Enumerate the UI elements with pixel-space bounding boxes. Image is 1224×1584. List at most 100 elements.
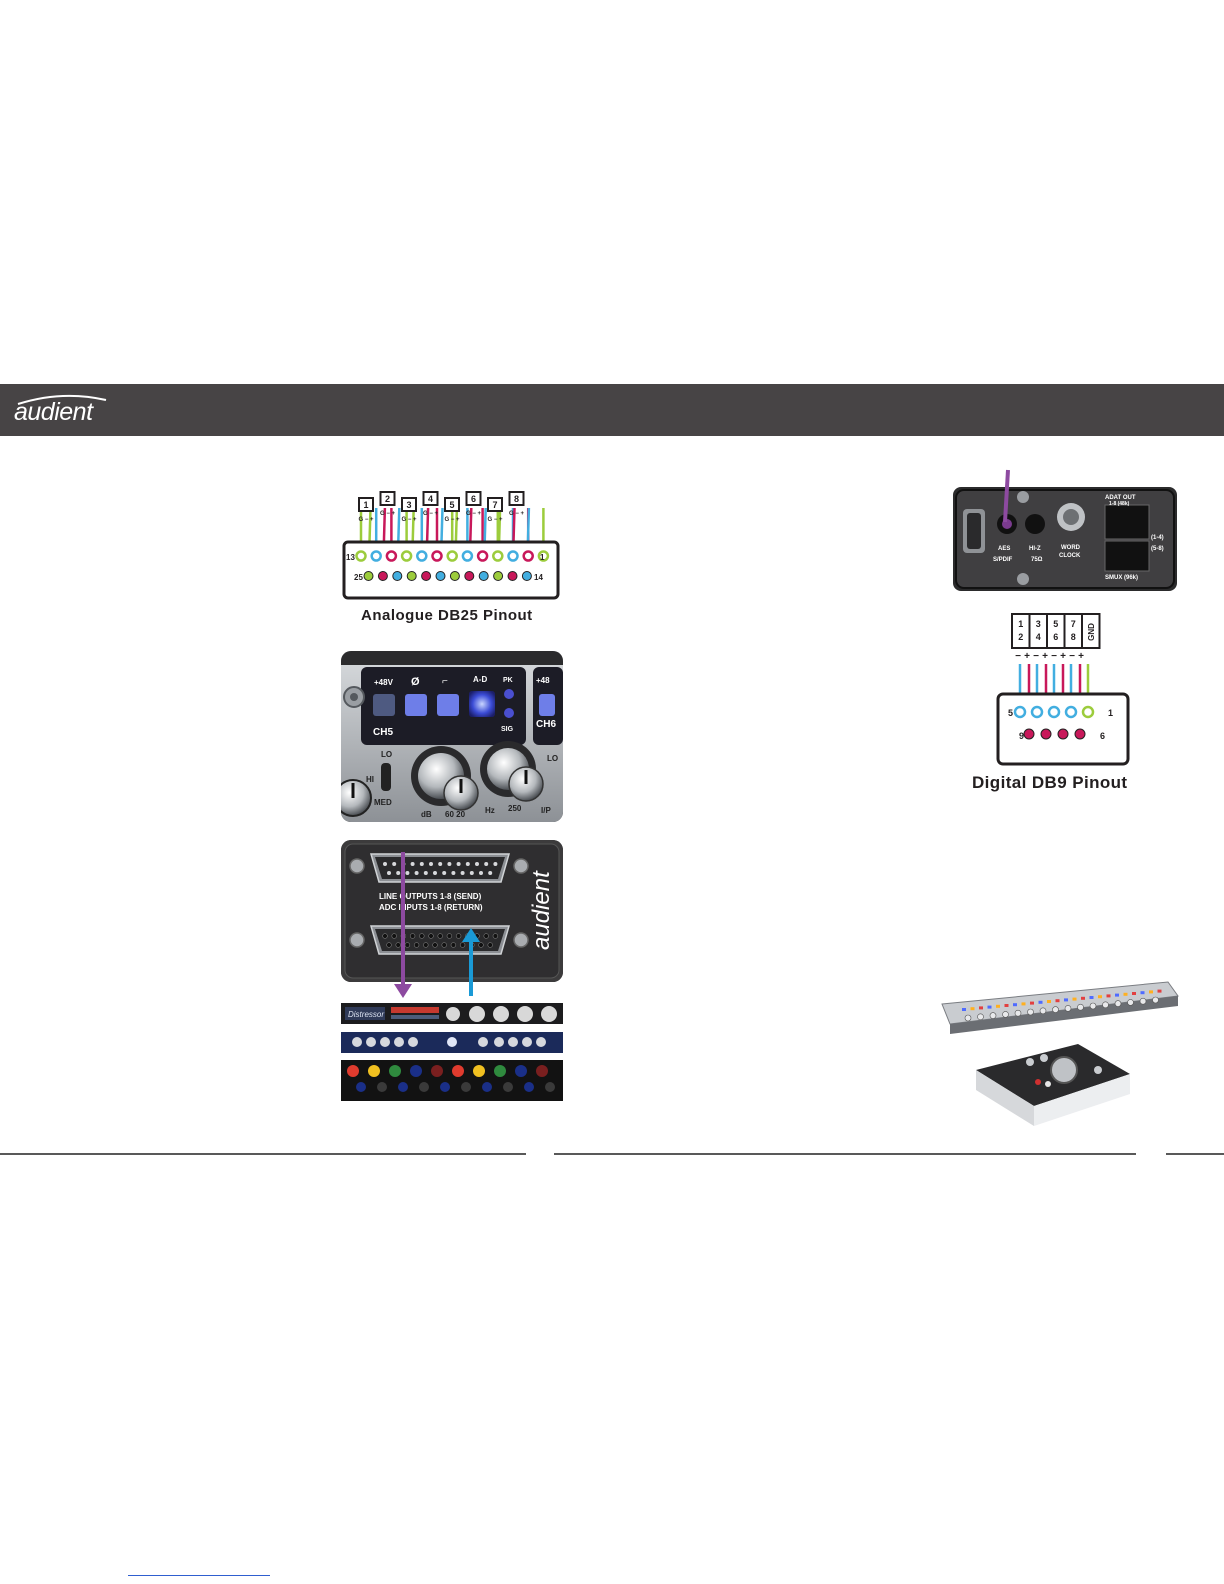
db25-bottom-pin: [521, 571, 532, 581]
db9-top-pin: [1013, 705, 1027, 719]
db25-channel-label: 3: [406, 500, 411, 510]
rack-gain-knob: [964, 1014, 972, 1022]
rack-led: [1072, 997, 1077, 1001]
preamp-filter-label: ⌐: [442, 676, 448, 687]
upper-db25-pin: [469, 871, 474, 875]
upper-db25-pin: [429, 862, 433, 866]
preamp-lo-label: LO: [381, 750, 392, 759]
db25-channel-box: [401, 497, 417, 512]
header-bar: [0, 384, 1224, 436]
audient-logo[interactable]: audient: [12, 392, 122, 432]
db25-top-pin: [431, 550, 443, 562]
preamp-ip-label: I/P: [541, 806, 551, 815]
db25-top-pin: [370, 550, 382, 562]
rack-knob: [380, 1037, 390, 1047]
db25-channel-pin-labels: G − +: [358, 517, 374, 523]
db25-channel-label: 2: [385, 494, 390, 504]
rack-colored-knob: [452, 1065, 464, 1077]
footer-rule-right: [1166, 1153, 1224, 1155]
rack-gain-knob: [1152, 996, 1159, 1004]
db25-channel-box: [444, 497, 460, 512]
rack-gain-knob: [1089, 1002, 1097, 1010]
lower-db25-socket: [437, 933, 443, 939]
rack-gain-knob: [989, 1012, 997, 1019]
rack-led: [1132, 992, 1136, 995]
db9-pin-1-label: 1: [1108, 708, 1113, 718]
rack-knob: [478, 1037, 488, 1047]
preamp-db-label: dB: [421, 810, 432, 819]
adat-58-label: (5-8): [1151, 546, 1164, 552]
hyperlink-underline[interactable]: [128, 1575, 270, 1576]
db25-bottom-pin: [507, 571, 518, 581]
rack-colored-knob: [410, 1065, 422, 1077]
db9-bottom-pin: [1074, 728, 1086, 740]
rack-led: [1013, 1003, 1017, 1007]
rack-colored-knob: [515, 1065, 527, 1077]
preamp-48v-label: +48V: [374, 678, 394, 687]
rack-knob: [508, 1037, 518, 1047]
rack-meter-light: [447, 1037, 457, 1047]
upper-db25-pin: [451, 871, 456, 875]
word-label: WORD: [1061, 545, 1081, 551]
lower-db25-socket: [382, 933, 388, 939]
lower-db25-socket: [413, 942, 420, 948]
rack-led: [1140, 991, 1145, 995]
hiz-label: HI-Z: [1029, 546, 1041, 552]
adat-sub-label: 1-8 (48k): [1109, 501, 1130, 507]
db25-top-pin: [355, 550, 367, 562]
rack-colored-knob: [431, 1065, 443, 1077]
clock-label: CLOCK: [1059, 553, 1081, 559]
upper-db25-pin: [438, 862, 443, 866]
upper-db25-pin: [410, 862, 415, 866]
db9-channel-top: 3: [1036, 619, 1041, 629]
upper-db25-pin: [488, 871, 493, 875]
send-arrow-icon: [394, 984, 412, 998]
db25-top-pin: [476, 550, 489, 562]
logo-text: audient: [14, 398, 93, 426]
db25-channel-box: [422, 491, 439, 506]
preamp-pk-label: PK: [503, 677, 513, 684]
lower-db25-socket: [492, 933, 499, 939]
lower-db25-socket: [441, 942, 447, 948]
db9-top-pin: [1064, 705, 1078, 719]
db9-top-pin: [1047, 705, 1061, 719]
db9-sign: +: [1024, 651, 1030, 662]
db25-channel-box: [358, 497, 374, 512]
upper-db25-pin: [419, 862, 424, 866]
adc-inputs-label: ADC INPUTS 1-8 (RETURN): [379, 903, 483, 912]
outboard-rack-units: Distressor: [341, 1003, 563, 1101]
rack-led: [1149, 990, 1153, 994]
lower-db25-socket: [391, 933, 397, 939]
rack-gain-knob: [1139, 997, 1147, 1005]
db25-bottom-pin: [392, 571, 403, 581]
rack-colored-knob: [473, 1065, 485, 1077]
db25-pin-13-label: 13: [346, 553, 355, 562]
db9-top-pin: [1030, 705, 1044, 719]
rack-led: [1123, 992, 1128, 996]
preamp-250-label: 250: [508, 804, 522, 813]
rear-panel-brand: audient: [528, 870, 555, 950]
upper-db25-pin: [493, 862, 498, 866]
db25-top-pin: [492, 550, 504, 562]
return-arrow-icon: [462, 928, 480, 942]
desktop-interface-product-photo: [968, 1040, 1132, 1130]
rack-led: [1038, 1000, 1043, 1004]
upper-db25-pin: [460, 871, 465, 875]
upper-db25-pin: [456, 862, 461, 866]
db9-sign: −: [1015, 651, 1021, 662]
db25-bottom-pin: [377, 571, 388, 581]
rack-led: [1064, 998, 1068, 1002]
rack-led: [1115, 993, 1119, 997]
preamp-48v-2-label: +48: [536, 676, 550, 685]
db9-bottom-pin: [1040, 728, 1052, 740]
rack-led: [1030, 1001, 1034, 1005]
upper-db25-pin: [405, 871, 410, 875]
db25-channel-pin-labels: G − +: [423, 511, 439, 517]
rack-led: [1081, 996, 1085, 1000]
lower-db25-socket: [386, 942, 392, 948]
db9-sign: +: [1060, 651, 1066, 662]
rack-led: [1106, 994, 1111, 998]
db25-pin-1-label: 1: [540, 553, 545, 562]
rack-knob: [408, 1037, 418, 1047]
